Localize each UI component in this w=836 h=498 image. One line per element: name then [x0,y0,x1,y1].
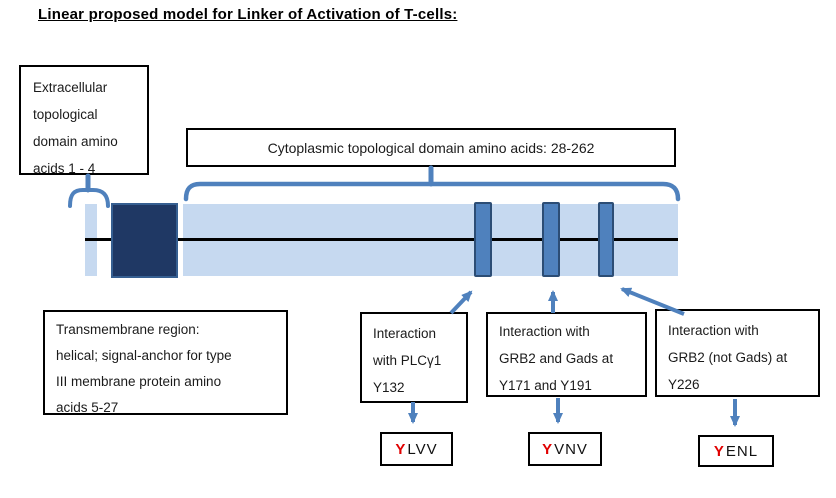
interaction-line: with PLCγ1 [373,353,442,368]
interaction-line: GRB2 and Gads at [499,351,614,366]
phospho-site-y132 [474,202,492,277]
transmembrane-segment [111,203,178,278]
interaction-line: Y171 and Y191 [499,378,592,393]
motif-rest: ENL [725,442,759,460]
transmembrane-line: Transmembrane region: [56,322,200,337]
transmembrane-label-box: Transmembrane region: helical; signal-an… [43,310,288,415]
motif-rest: LVV [407,440,438,458]
interaction-box-plcg1: Interaction with PLCγ1 Y132 [360,312,468,403]
motif-y-highlight: Y [395,440,407,458]
extracellular-line: Extracellular [33,80,108,95]
extracellular-line: acids 1 - 4 [33,161,96,176]
interaction-line: Interaction with [668,323,759,338]
interaction-box-grb2-gads: Interaction with GRB2 and Gads at Y171 a… [486,312,647,397]
transmembrane-line: helical; signal-anchor for type [56,348,232,363]
transmembrane-line: III membrane protein amino [56,374,222,389]
transmembrane-line: acids 5-27 [56,400,119,415]
cytoplasmic-brace [183,165,681,202]
interaction-line: GRB2 (not Gads) at [668,350,788,365]
arrow-to-site-y132 [449,290,473,315]
motif-y-highlight: Y [713,442,725,460]
interaction-box-grb2-only: Interaction with GRB2 (not Gads) at Y226 [655,309,820,397]
interaction-line: Y132 [373,380,405,395]
motif-y-highlight: Y [542,440,554,458]
cytoplasmic-label-box: Cytoplasmic topological domain amino aci… [186,128,676,167]
phospho-site-y226 [598,202,614,277]
interaction-line: Interaction [373,326,437,341]
protein-backbone-line [85,238,678,241]
cytoplasmic-label: Cytoplasmic topological domain amino aci… [267,139,595,156]
interaction-line: Y226 [668,377,700,392]
extracellular-line: domain amino [33,134,118,149]
extracellular-label-box: Extracellular topological domain amino a… [19,65,149,176]
motif-rest: VNV [554,440,588,458]
page-title: Linear proposed model for Linker of Acti… [38,6,458,23]
interaction-line: Interaction with [499,324,590,339]
phospho-site-y171-y191 [542,202,560,277]
extracellular-line: topological [33,107,98,122]
